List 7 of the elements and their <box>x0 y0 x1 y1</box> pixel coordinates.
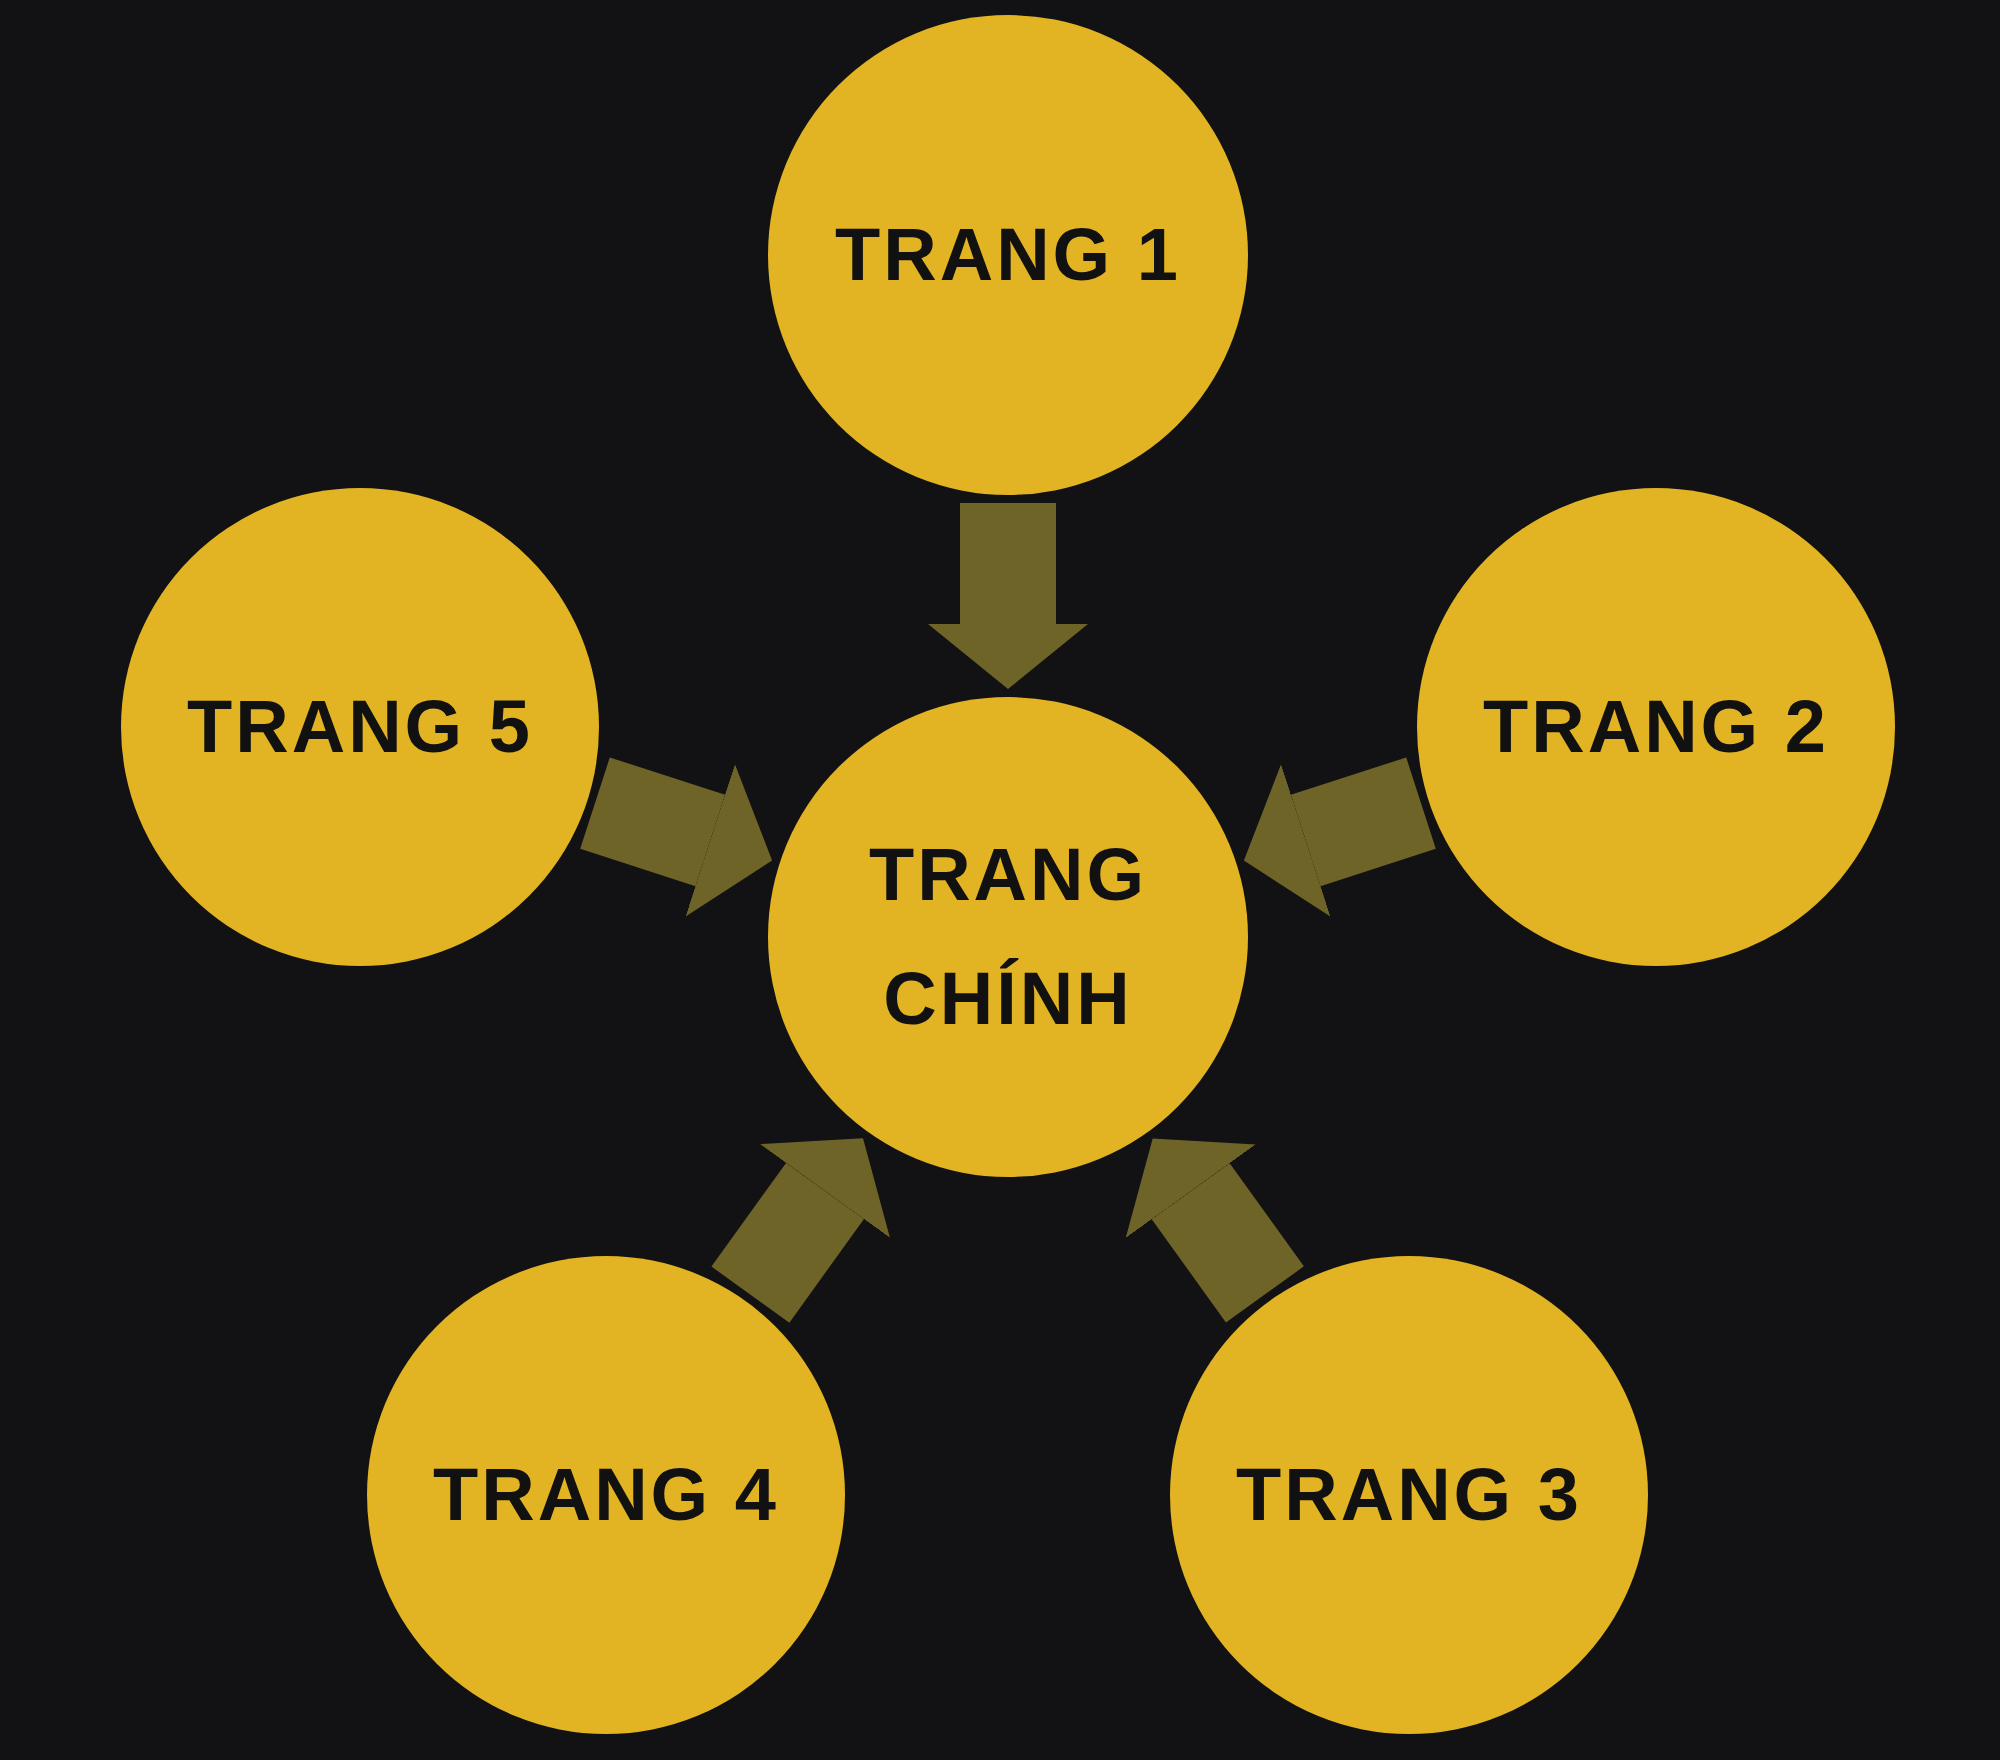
node-label: TRANG CHÍNH <box>867 832 1149 1042</box>
block-arrow <box>928 503 1088 689</box>
node-label: TRANG 4 <box>433 1452 779 1538</box>
node-label: TRANG 1 <box>835 212 1181 298</box>
node-label: TRANG 3 <box>1236 1452 1582 1538</box>
node-label: TRANG 2 <box>1483 684 1829 770</box>
node-label: TRANG 5 <box>187 684 533 770</box>
